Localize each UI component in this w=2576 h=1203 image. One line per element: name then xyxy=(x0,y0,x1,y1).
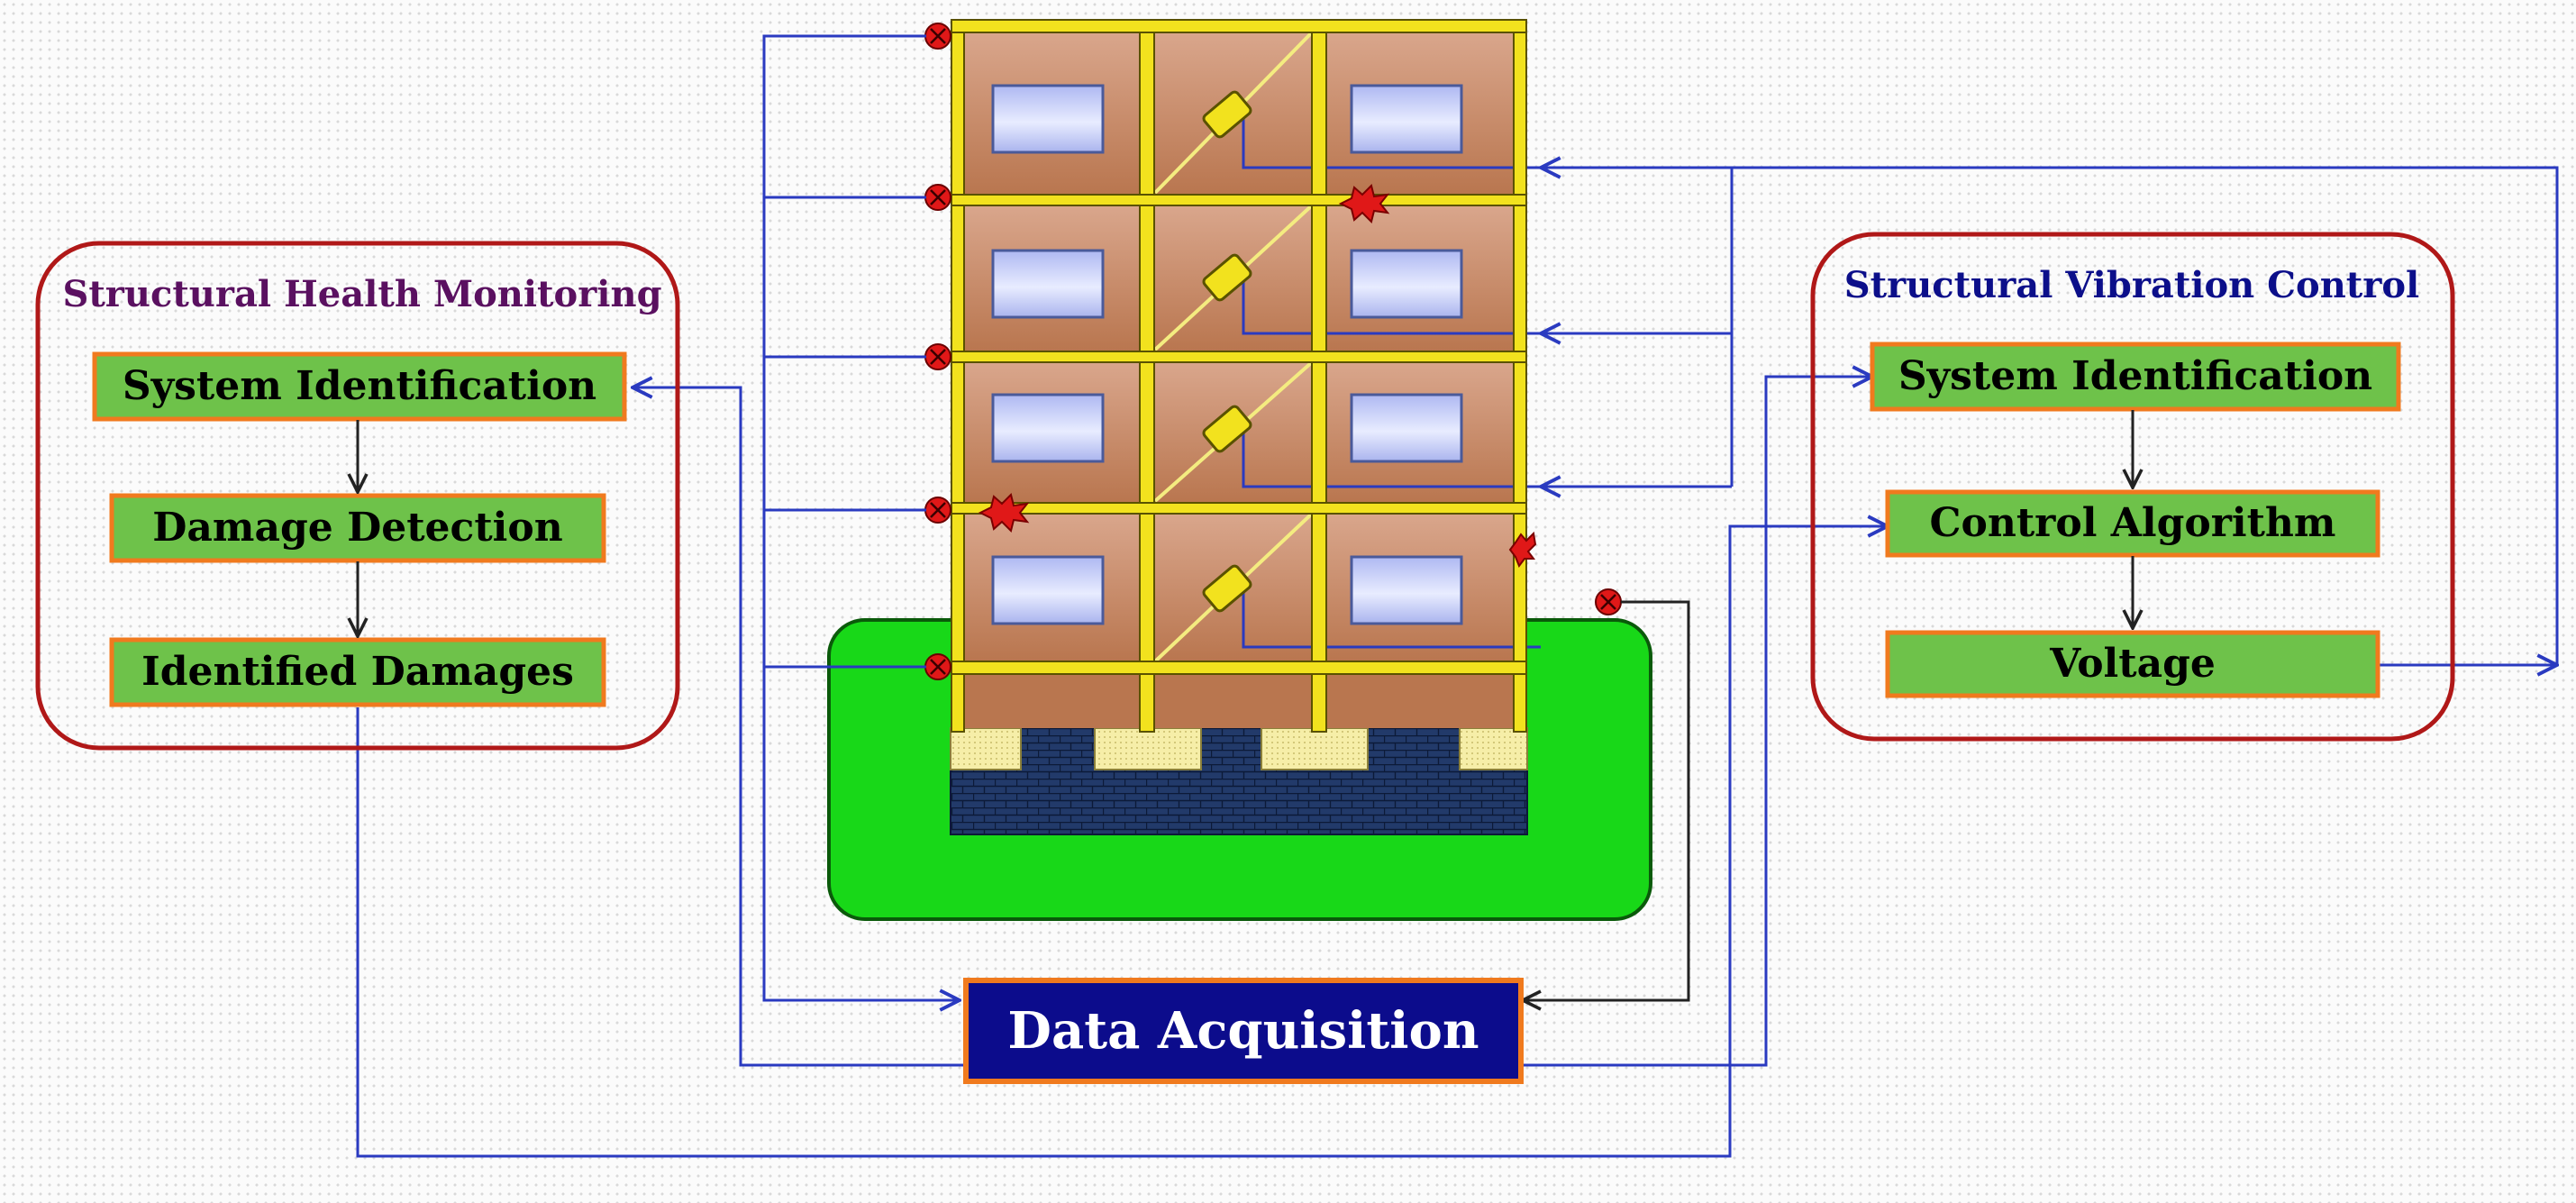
damper-actuators xyxy=(1202,90,1252,613)
shm-group: Structural Health Monitoring System Iden… xyxy=(35,241,680,751)
sensor-icon xyxy=(924,343,951,370)
svc-system-identification-box[interactable] xyxy=(1870,342,2401,412)
ground-sensor-icon xyxy=(1595,588,1622,615)
svc-voltage-label: Voltage xyxy=(2049,641,2216,687)
shm-identified-damages-label: Identified Damages xyxy=(141,649,574,695)
actuator-wires xyxy=(1242,119,1541,649)
voltage-feedback-line xyxy=(1541,168,2559,665)
shm-system-identification-box[interactable] xyxy=(92,351,627,422)
footing-pad xyxy=(950,727,1022,770)
daq-to-shm-line xyxy=(633,387,964,1067)
building-windows xyxy=(991,84,1463,625)
connections xyxy=(356,34,2559,1158)
shm-system-identification-label: System Identification xyxy=(123,363,596,409)
damage-markers xyxy=(978,184,1537,569)
shm-damage-detection-box[interactable] xyxy=(109,493,606,563)
data-acquisition-box[interactable] xyxy=(963,978,1524,1084)
sensor-icon xyxy=(924,653,951,680)
footing-pad xyxy=(1261,727,1369,770)
svc-system-identification-label: System Identification xyxy=(1898,353,2372,399)
sensor-bus-line xyxy=(762,34,960,1000)
svc-group-border xyxy=(1810,232,2455,742)
daq-to-svc-line xyxy=(1523,377,1872,1067)
building xyxy=(827,19,1652,921)
data-acquisition-label: Data Acquisition xyxy=(1007,1001,1479,1061)
footing-pad xyxy=(1094,727,1202,770)
svc-group: Structural Vibration Control System Iden… xyxy=(1810,232,2455,742)
svc-control-algorithm-box[interactable] xyxy=(1885,489,2380,558)
footing-pad xyxy=(1459,727,1528,770)
ground-sensor-line xyxy=(1523,600,1690,1000)
sensors xyxy=(924,23,1622,680)
data-acquisition: Data Acquisition xyxy=(963,978,1524,1084)
shm-identified-damages-box[interactable] xyxy=(109,637,606,707)
damages-to-control-line xyxy=(356,526,1888,1158)
shm-damage-detection-label: Damage Detection xyxy=(152,505,562,551)
svc-title: Structural Vibration Control xyxy=(1844,264,2419,306)
sensor-icon xyxy=(924,497,951,524)
shm-title: Structural Health Monitoring xyxy=(62,273,661,315)
svc-control-algorithm-label: Control Algorithm xyxy=(1930,500,2336,546)
foundation-bricks xyxy=(950,727,1528,835)
shm-group-border xyxy=(35,241,680,751)
sensor-icon xyxy=(924,23,951,50)
sensor-icon xyxy=(924,184,951,211)
svc-voltage-box[interactable] xyxy=(1885,630,2380,698)
